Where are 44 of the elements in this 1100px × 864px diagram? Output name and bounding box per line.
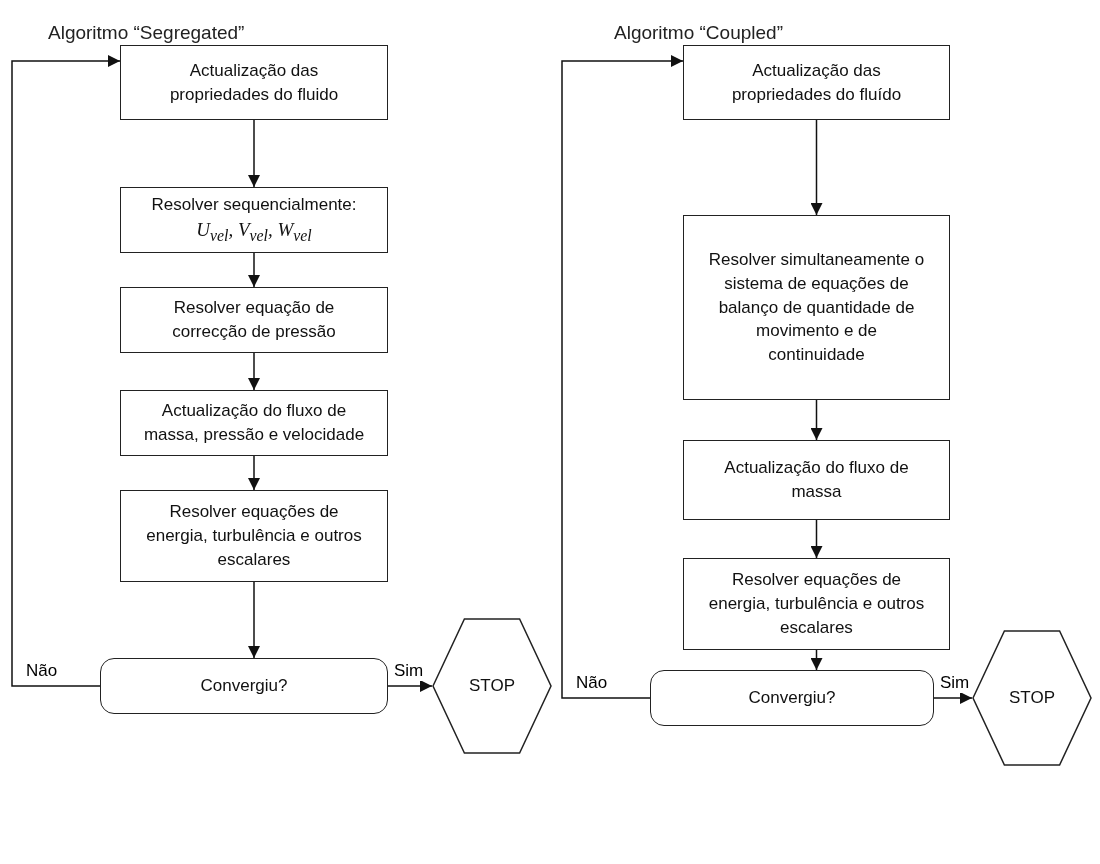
arrow (810, 119, 823, 216)
node-text: Actualização do fluxo de massa, pressão e velocidade (143, 400, 365, 446)
arrow (387, 680, 433, 692)
edge-label: Sim (392, 662, 426, 681)
node-text: Resolver sequencialmente: (151, 194, 357, 217)
arrow (933, 692, 973, 704)
arrow (248, 581, 260, 659)
node-text: STOP (469, 675, 515, 698)
process-box (120, 187, 388, 253)
arrow (248, 119, 260, 188)
arrow (810, 519, 823, 559)
formula-text: U$_{vel}$, V$_{vel}$, W$_{vel}$ (196, 217, 312, 246)
node-text: Resolver equação de correcção de pressão (171, 297, 337, 343)
arrow (248, 352, 260, 391)
node-text: STOP (1009, 687, 1055, 710)
stop-hexagon (432, 618, 552, 754)
arrow (561, 55, 684, 699)
arrow (248, 455, 260, 491)
arrow (248, 252, 260, 288)
heading-label: Algoritmo “Segregated” (48, 22, 245, 44)
process-box (683, 45, 950, 120)
process-box (120, 45, 388, 120)
process-box (120, 287, 388, 353)
node-text: Resolver equações de energia, turbulência e outros escalares (145, 501, 363, 571)
process-box (120, 490, 388, 582)
process-box (683, 440, 950, 520)
heading-label: Algoritmo “Coupled” (614, 22, 783, 44)
process-box (683, 215, 950, 400)
stop-hexagon (972, 630, 1092, 766)
node-text: Actualização do fluxo de massa (723, 457, 910, 503)
node-text: Convergiu? (748, 687, 836, 710)
node-text: Actualização das propriedades do fluído (730, 59, 903, 106)
node-text: Resolver equações de energia, turbulência e outros escalares (707, 569, 926, 639)
node-text: Resolver simultaneamente o sistema de equações de balanço de quantidade de movimento e de continuidade (707, 249, 926, 367)
decision-box (650, 670, 934, 726)
arrow (11, 55, 121, 687)
arrow (810, 399, 823, 441)
decision-box (100, 658, 388, 714)
arrow (810, 649, 823, 671)
edge-label: Sim (938, 674, 972, 693)
node-text: Convergiu? (200, 675, 288, 698)
node-text: Actualização das propriedades do fluido (168, 59, 340, 106)
process-box (683, 558, 950, 650)
process-box (120, 390, 388, 456)
